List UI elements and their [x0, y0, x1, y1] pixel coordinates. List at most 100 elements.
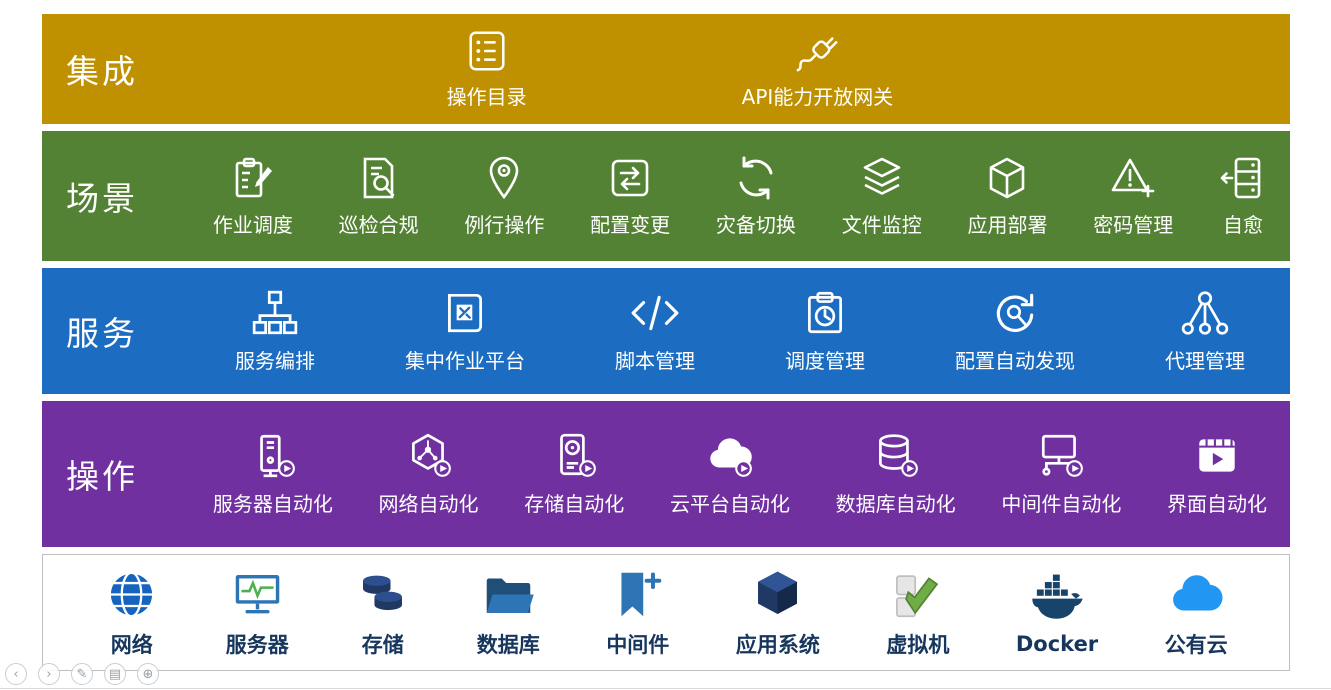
layers-icon [858, 154, 906, 202]
viewer-controls: ‹ › ✎ ▤ ⊕ [5, 663, 159, 685]
item-operation-catalog: 操作目录 [447, 28, 527, 110]
viewer-next-button[interactable]: › [38, 663, 60, 685]
sync-icon [732, 154, 780, 202]
item-config-auto-discovery: 配置自动发现 [955, 288, 1075, 374]
item-label-app-deployment: 应用部署 [967, 213, 1048, 237]
band-service: 服务 服务编排集中作业平台 脚本管理调度管理 配置自动发现 代理管理 [42, 268, 1290, 394]
schedule-icon [800, 288, 850, 338]
band-items-service: 服务编排集中作业平台 脚本管理调度管理 配置自动发现 代理管理 [190, 268, 1290, 394]
item-label-operation-catalog: 操作目录 [446, 85, 527, 109]
storage-disks-icon [355, 567, 410, 622]
band-scenario: 场景作业调度巡检合规例行操作配置变更灾备切换文件监控应用部署密码管理自愈 [42, 131, 1290, 261]
band-operation: 操作服务器自动化网络自动化存储自动化云平台自动化数据库自动化中间件自动化界面自动… [42, 401, 1290, 547]
orgchart-icon [250, 288, 300, 338]
band-title-service: 服务 [66, 314, 138, 353]
item-storage: 存储 [355, 567, 410, 659]
item-label-server-automation: 服务器自动化 [212, 492, 333, 516]
item-label-disaster-recovery-switch: 灾备切换 [715, 213, 796, 237]
item-label-storage-automation: 存储自动化 [524, 492, 625, 516]
item-label-network: 网络 [110, 632, 153, 657]
item-virtual-machine: 虚拟机 [886, 567, 949, 659]
server-monitor-icon [230, 567, 285, 622]
item-docker: Docker [1016, 570, 1098, 656]
viewer-zoom-button[interactable]: ⊕ [137, 663, 159, 685]
band-integration: 集成操作目录 API能力开放网关 [42, 14, 1290, 124]
item-database-automation: 数据库自动化 [836, 431, 956, 517]
item-label-config-auto-discovery: 配置自动发现 [955, 349, 1075, 373]
item-disaster-recovery-switch: 灾备切换 [716, 154, 796, 238]
item-cloud-automation: 云平台自动化 [670, 431, 790, 517]
item-label-schedule-management: 调度管理 [785, 349, 865, 373]
item-middleware-automation: 中间件自动化 [1001, 431, 1121, 517]
band-title-integration: 集成 [66, 52, 138, 91]
public-cloud-icon [1169, 567, 1224, 622]
warning-icon [1109, 154, 1157, 202]
item-label-self-healing: 自愈 [1223, 213, 1263, 237]
code-icon [630, 288, 680, 338]
item-api-gateway: API能力开放网关 [741, 28, 894, 110]
item-label-storage: 存储 [361, 632, 404, 657]
item-label-middleware-automation: 中间件自动化 [1001, 492, 1122, 516]
item-app-system: 应用系统 [736, 567, 820, 659]
item-central-job-platform: 集中作业平台 [405, 288, 525, 374]
item-label-ui-automation: 界面自动化 [1167, 492, 1268, 516]
db-auto-icon [871, 431, 921, 481]
item-agent-management: 代理管理 [1165, 288, 1245, 374]
item-file-monitoring: 文件监控 [842, 154, 922, 238]
item-self-healing: 自愈 [1219, 154, 1267, 238]
clipboard-pencil-icon [229, 154, 277, 202]
item-label-network-automation: 网络自动化 [378, 492, 479, 516]
item-app-deployment: 应用部署 [967, 154, 1047, 238]
item-label-job-scheduling: 作业调度 [212, 213, 293, 237]
viewer-pen-button[interactable]: ✎ [71, 663, 93, 685]
item-label-api-gateway: API能力开放网关 [741, 85, 894, 109]
item-schedule-management: 调度管理 [785, 288, 865, 374]
cloud-auto-icon [705, 431, 755, 481]
item-public-cloud: 公有云 [1165, 567, 1228, 659]
bottom-divider [0, 688, 1331, 689]
item-label-app-system: 应用系统 [735, 632, 820, 657]
plug-icon [794, 28, 840, 74]
band-items-operation: 服务器自动化 网络自动化 存储自动化 云平台自动化 数据库自动化 中间件自动化 界面自动化 [190, 401, 1290, 547]
item-network: 网络 [104, 567, 159, 659]
item-label-central-job-platform: 集中作业平台 [405, 349, 525, 373]
item-label-routine-operation: 例行操作 [464, 213, 545, 237]
item-label-docker: Docker [1015, 631, 1099, 656]
item-label-password-management: 密码管理 [1093, 213, 1174, 237]
item-routine-operation: 例行操作 [464, 154, 544, 238]
item-database: 数据库 [477, 567, 540, 659]
doc-search-icon [355, 154, 403, 202]
viewer-prev-button[interactable]: ‹ [5, 663, 27, 685]
middleware-auto-icon [1036, 431, 1086, 481]
database-folder-icon [481, 567, 536, 622]
viewer-slides-button[interactable]: ▤ [104, 663, 126, 685]
item-label-virtual-machine: 虚拟机 [886, 632, 950, 657]
item-middleware: 中间件 [606, 567, 669, 659]
item-service-orchestration: 服务编排 [235, 288, 315, 374]
item-label-cloud-automation: 云平台自动化 [669, 492, 790, 516]
swap-arrows-icon [606, 154, 654, 202]
globe-icon [104, 567, 159, 622]
network-auto-icon [404, 431, 454, 481]
item-password-management: 密码管理 [1093, 154, 1173, 238]
item-label-database-automation: 数据库自动化 [835, 492, 956, 516]
cube-icon [983, 154, 1031, 202]
band-title-scenario: 场景 [66, 179, 138, 218]
item-label-file-monitoring: 文件监控 [841, 213, 922, 237]
item-job-scheduling: 作业调度 [213, 154, 293, 238]
job-platform-icon [440, 288, 490, 338]
item-label-middleware: 中间件 [606, 632, 670, 657]
item-script-management: 脚本管理 [615, 288, 695, 374]
docker-icon [1030, 570, 1085, 625]
middleware-flag-icon [610, 567, 665, 622]
item-label-agent-management: 代理管理 [1165, 349, 1245, 373]
server-heal-icon [1219, 154, 1267, 202]
item-label-config-change: 配置变更 [590, 213, 671, 237]
item-ui-automation: 界面自动化 [1167, 431, 1267, 517]
agent-icon [1180, 288, 1230, 338]
item-network-automation: 网络自动化 [379, 431, 479, 517]
